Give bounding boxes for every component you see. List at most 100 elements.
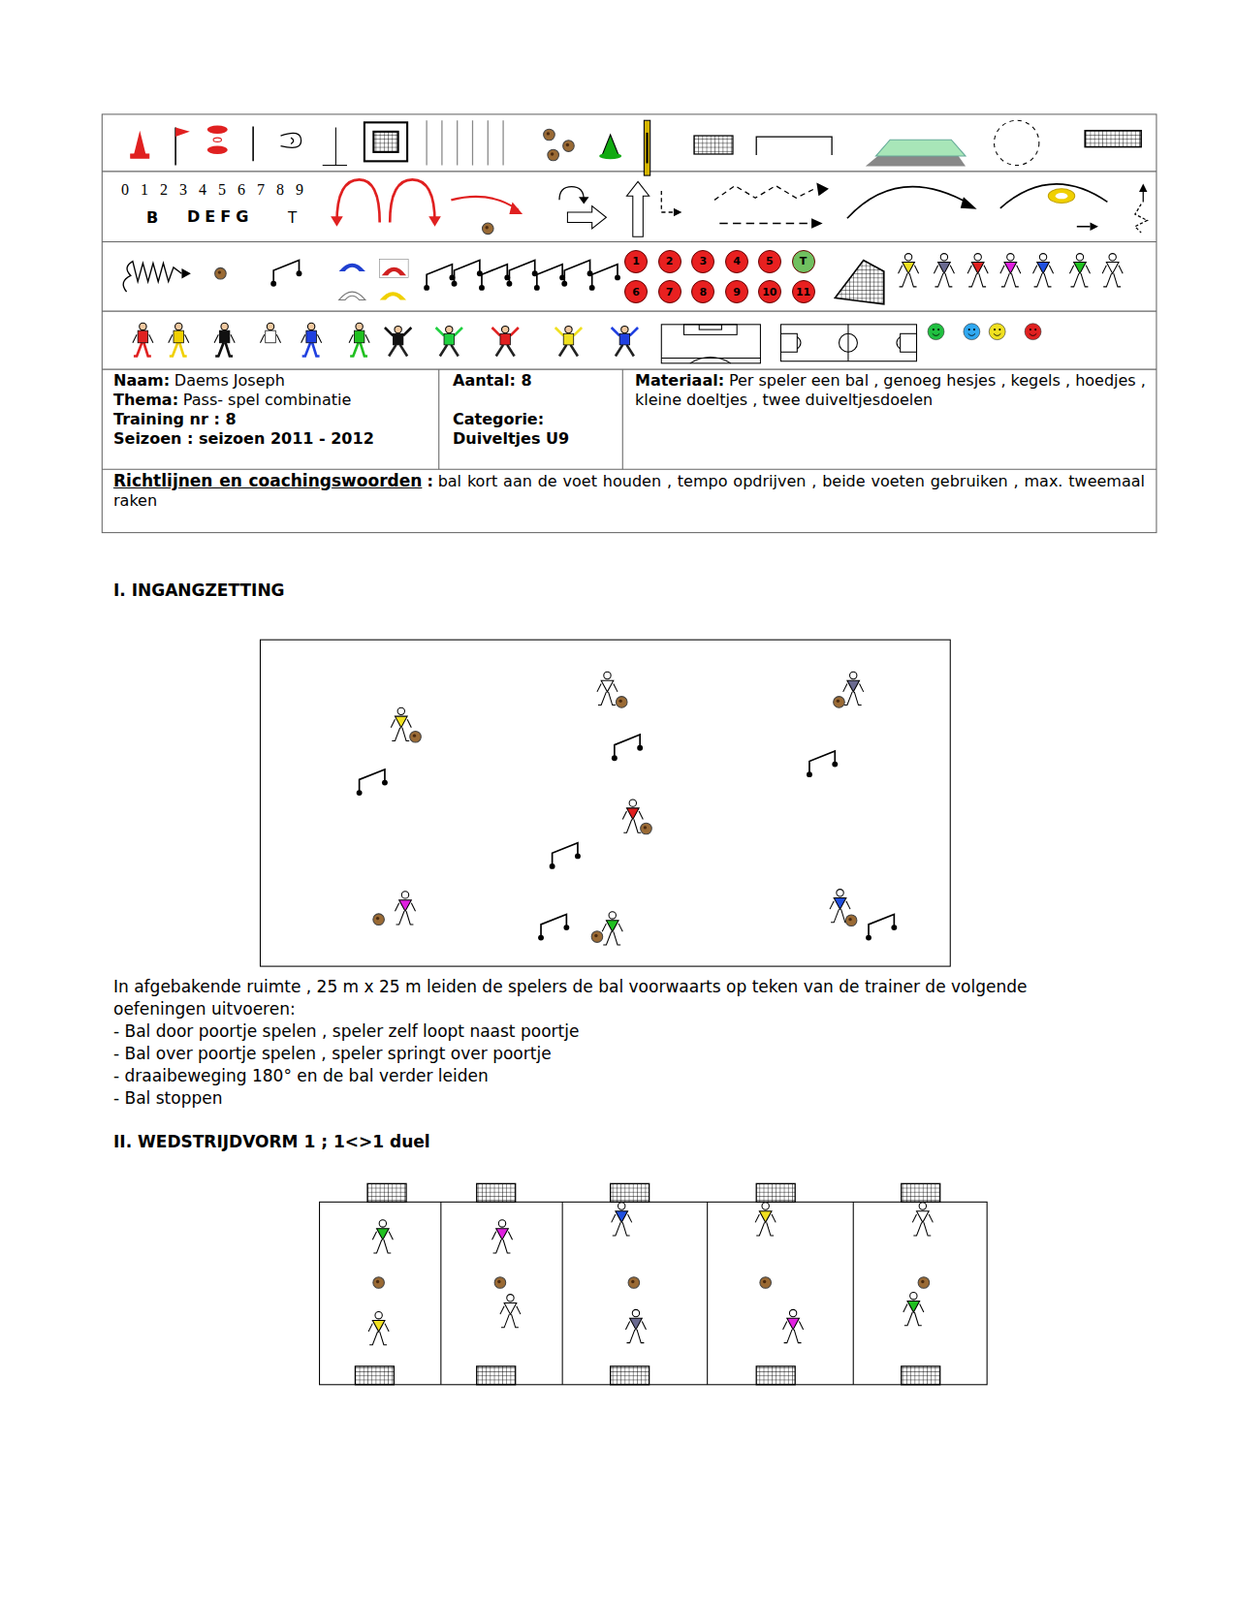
disc <box>207 126 228 134</box>
circle-number: 4 <box>732 254 741 268</box>
stroke-path <box>493 1239 511 1254</box>
ball-spot <box>631 1280 634 1284</box>
stroke-path <box>844 692 862 706</box>
line <box>101 311 1157 313</box>
circle-number: 9 <box>732 285 741 299</box>
player-head <box>139 322 147 330</box>
arrowhead <box>1139 184 1147 192</box>
text-line: Materiaal:Per speler een bal , genoeg he… <box>634 371 1149 411</box>
stroke-path <box>481 264 508 288</box>
keeper-head <box>394 325 402 333</box>
text-line: Thema:Pass- spel combinatie <box>113 390 351 411</box>
label-text: Categorie: <box>452 410 544 429</box>
rect <box>130 154 150 159</box>
player-head <box>974 253 982 261</box>
ball-spot <box>920 1280 924 1284</box>
line <box>719 222 812 225</box>
rect <box>259 639 951 967</box>
player-head <box>266 322 274 330</box>
label-text: - Bal door poortje spelen , speler zelf … <box>113 1021 579 1042</box>
line <box>645 132 648 164</box>
goal-net <box>476 1183 516 1203</box>
player-shirt <box>626 808 639 821</box>
number-circle: 10 <box>758 280 782 304</box>
keeper-shirt <box>563 333 574 346</box>
goal-post <box>381 780 388 787</box>
smiley-eye <box>998 328 1001 331</box>
rect <box>900 333 918 352</box>
ball-spot <box>546 131 550 135</box>
stroke-path <box>496 345 515 357</box>
goal-post <box>534 285 540 291</box>
label-text: Duiveltjes U9 <box>452 429 570 448</box>
goal-net <box>756 1366 795 1386</box>
keeper-head <box>502 325 509 333</box>
goal-net <box>901 1366 941 1386</box>
stroke-path <box>934 273 952 287</box>
circle-number: 8 <box>699 285 708 299</box>
player-shirt <box>399 900 412 913</box>
circle-number: T <box>799 254 808 268</box>
goal-net <box>901 1183 941 1203</box>
player-head <box>910 1292 918 1300</box>
player-head <box>507 1295 514 1302</box>
player-shirt <box>377 1229 390 1241</box>
ball-spot <box>376 917 380 920</box>
hollow-arrow <box>626 181 649 237</box>
smiley <box>927 323 945 341</box>
line <box>472 120 474 165</box>
disc <box>1047 189 1075 204</box>
ball <box>760 1277 772 1290</box>
rect <box>380 258 409 278</box>
goal-post <box>423 285 430 291</box>
ball-spot <box>412 733 416 737</box>
player-shirt <box>759 1211 772 1224</box>
stroke-path <box>396 911 414 925</box>
stroke-path <box>614 734 640 759</box>
arrowhead <box>960 196 978 210</box>
goal-net <box>610 1366 650 1386</box>
label-text: Naam: <box>113 371 170 390</box>
stroke-path <box>450 196 518 211</box>
player-shirt <box>219 330 230 344</box>
number-circle: 11 <box>792 280 816 304</box>
stroke-path <box>592 264 618 288</box>
label-text: - Bal over poortje spelen , speler sprin… <box>113 1044 552 1064</box>
text-line: T <box>287 208 297 228</box>
text-line: B <box>146 208 159 228</box>
ball-spot <box>550 152 554 156</box>
player-head <box>608 912 616 920</box>
stroke-path <box>302 343 320 357</box>
ball-spot <box>376 1280 380 1284</box>
stroke-path <box>868 914 894 938</box>
text-line: DEFG <box>187 207 254 227</box>
stroke-path <box>598 692 616 706</box>
stroke-path <box>123 261 182 293</box>
ball <box>640 823 653 835</box>
line <box>252 126 254 162</box>
label-text: Daems Joseph <box>174 371 286 390</box>
circle-number: 5 <box>765 254 774 268</box>
player-head <box>632 1309 639 1317</box>
circle-number: 7 <box>665 285 674 299</box>
rect <box>364 122 408 161</box>
line <box>487 120 489 165</box>
drawing-group <box>101 114 1157 1386</box>
hat <box>381 267 407 276</box>
player-shirt <box>833 898 847 911</box>
ball <box>833 697 846 709</box>
stroke-path <box>169 343 188 357</box>
line <box>101 241 1157 243</box>
ball <box>547 149 560 161</box>
stroke-path <box>564 259 590 284</box>
label-text: Training nr : 8 <box>113 410 237 429</box>
circle-number: 6 <box>632 285 640 299</box>
label-text: T <box>287 209 297 227</box>
keeper-shirt <box>443 333 455 346</box>
stroke-path <box>913 1222 931 1236</box>
stroke-path <box>968 273 986 287</box>
text-line: I. INGANGZETTING <box>113 580 286 601</box>
label-text: Richtlijnen en coachingswoorden <box>113 471 422 491</box>
stroke-path <box>336 179 380 222</box>
